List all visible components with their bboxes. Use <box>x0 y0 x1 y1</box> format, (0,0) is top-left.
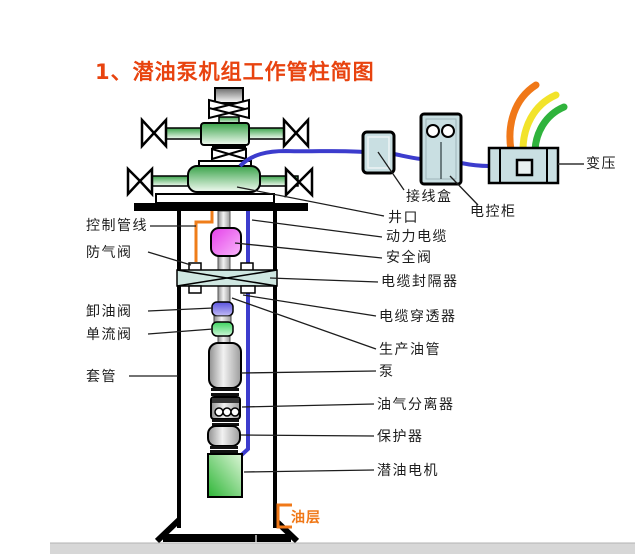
label-safety-valve: 安全阀 <box>386 250 433 266</box>
gas-separator <box>210 396 241 426</box>
page-title: 1、潜油泵机组工作管柱简图 <box>95 60 375 84</box>
leader-lines <box>129 151 479 473</box>
wellhead-tree <box>126 87 314 211</box>
label-cable-packer: 电缆封隔器 <box>381 274 459 290</box>
transformer-box <box>487 81 584 185</box>
label-submersible-motor: 潜油电机 <box>377 463 439 479</box>
label-pump: 泵 <box>379 364 395 380</box>
label-casing: 套管 <box>86 369 117 385</box>
submersible-motor <box>207 453 243 498</box>
oil-layer-bracket <box>276 503 292 529</box>
ground-strip <box>50 542 635 554</box>
safety-valve <box>210 227 242 257</box>
label-cable-penetrator: 电缆穿透器 <box>379 309 457 325</box>
label-protector: 保护器 <box>377 429 424 445</box>
protector <box>207 425 241 453</box>
label-oil-layer: 油层 <box>291 510 321 526</box>
label-oil-drain-valve: 卸油阀 <box>86 304 133 320</box>
label-control-line: 控制管线 <box>86 218 148 234</box>
label-transformer: 变压 <box>586 156 616 172</box>
label-production-tubing: 生产油管 <box>379 342 441 358</box>
oil-drain-valve <box>211 301 234 323</box>
cable-packer <box>176 262 278 294</box>
control-cabinet <box>419 112 463 186</box>
label-control-cabinet: 电控柜 <box>470 204 517 220</box>
label-power-cable: 动力电缆 <box>386 229 448 245</box>
control-line-downhole <box>194 208 214 262</box>
check-valve <box>211 321 234 337</box>
power-cable-surface <box>238 148 490 168</box>
pump <box>208 342 242 396</box>
label-gas-vent-valve: 防气阀 <box>86 245 133 261</box>
label-junction-box: 接线盒 <box>406 189 453 205</box>
label-check-valve: 单流阀 <box>86 327 133 343</box>
label-wellhead: 井口 <box>388 210 419 226</box>
label-gas-separator: 油气分离器 <box>377 397 455 413</box>
